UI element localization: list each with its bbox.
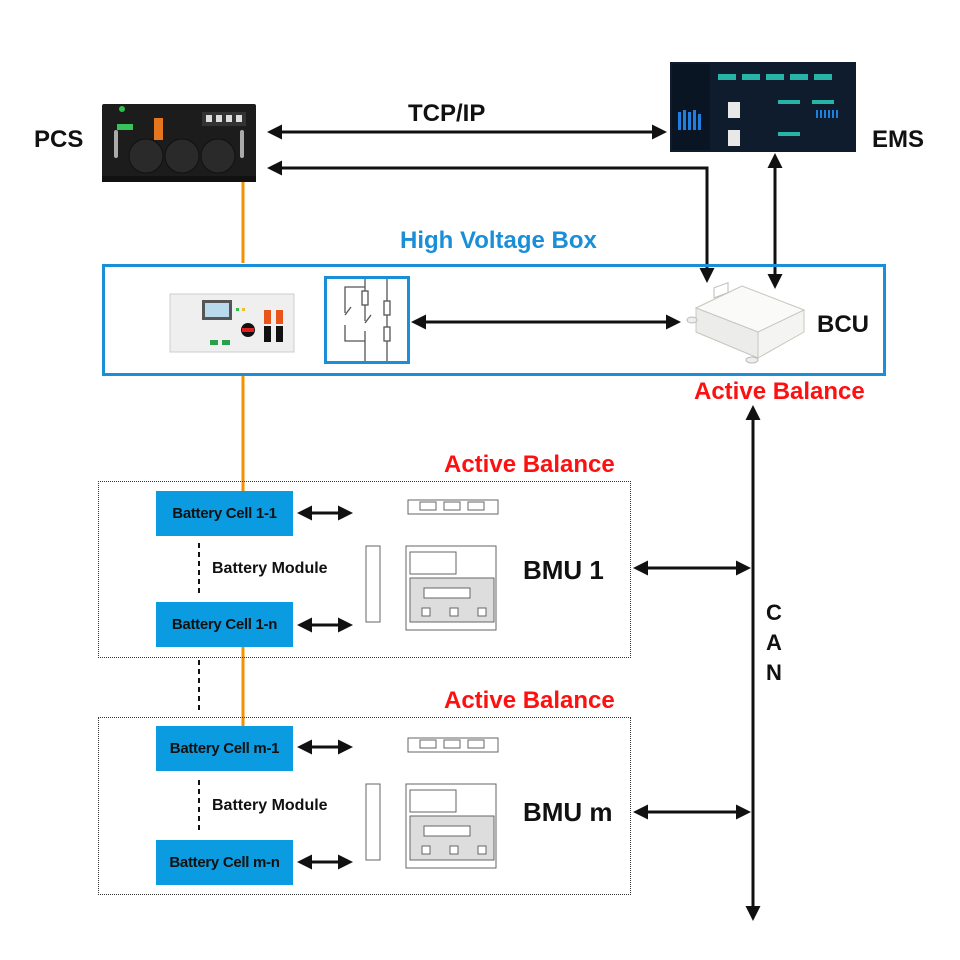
pcs-cabinet-icon xyxy=(102,104,256,182)
module1-label: Battery Module xyxy=(212,560,328,577)
bmu1-drawing xyxy=(360,496,520,636)
can-bus-label: C A N xyxy=(764,598,784,688)
battery-cell-1-1: Battery Cell 1-1 xyxy=(156,491,293,536)
bmum-drawing xyxy=(360,734,520,874)
battery-module-m xyxy=(98,717,631,895)
hv-box-device-image xyxy=(168,292,298,356)
switch-schematic xyxy=(324,276,410,364)
modulem-label: Battery Module xyxy=(212,797,328,814)
pcs-bcu-arrow xyxy=(267,160,715,283)
ems-label: EMS xyxy=(872,126,925,153)
bmu-drawing-icon xyxy=(365,499,499,631)
modulem-active-balance-label: Active Balance xyxy=(444,687,615,714)
module1-active-balance-label: Active Balance xyxy=(444,451,615,478)
bmu1-label: BMU 1 xyxy=(523,555,604,585)
battery-cell-m-n: Battery Cell m-n xyxy=(156,840,293,885)
tcp-ip-label: TCP/IP xyxy=(408,100,486,127)
ems-screen-icon xyxy=(670,62,856,152)
switch-circuit-icon xyxy=(344,279,391,361)
can-letter: C xyxy=(766,600,782,625)
battery-cell-1-n: Battery Cell 1-n xyxy=(156,602,293,647)
bcu-label: BCU xyxy=(817,311,869,338)
bcu-controller-icon xyxy=(686,282,806,364)
can-letter: A xyxy=(766,630,782,655)
bcu-device-image xyxy=(686,280,812,366)
pcs-label: PCS xyxy=(34,126,84,153)
bmu-drawing-icon xyxy=(365,737,499,869)
bcu-active-balance-label: Active Balance xyxy=(694,378,865,405)
hv-cabinet-icon xyxy=(169,293,295,353)
bmum-label: BMU m xyxy=(523,797,613,827)
high-voltage-box xyxy=(102,264,886,376)
ems-dashboard-image xyxy=(670,62,856,152)
battery-cell-m-1: Battery Cell m-1 xyxy=(156,726,293,771)
hv-box-title: High Voltage Box xyxy=(400,227,597,254)
pcs-device-image xyxy=(102,104,256,182)
can-letter: N xyxy=(766,660,782,685)
battery-module-1 xyxy=(98,481,631,658)
